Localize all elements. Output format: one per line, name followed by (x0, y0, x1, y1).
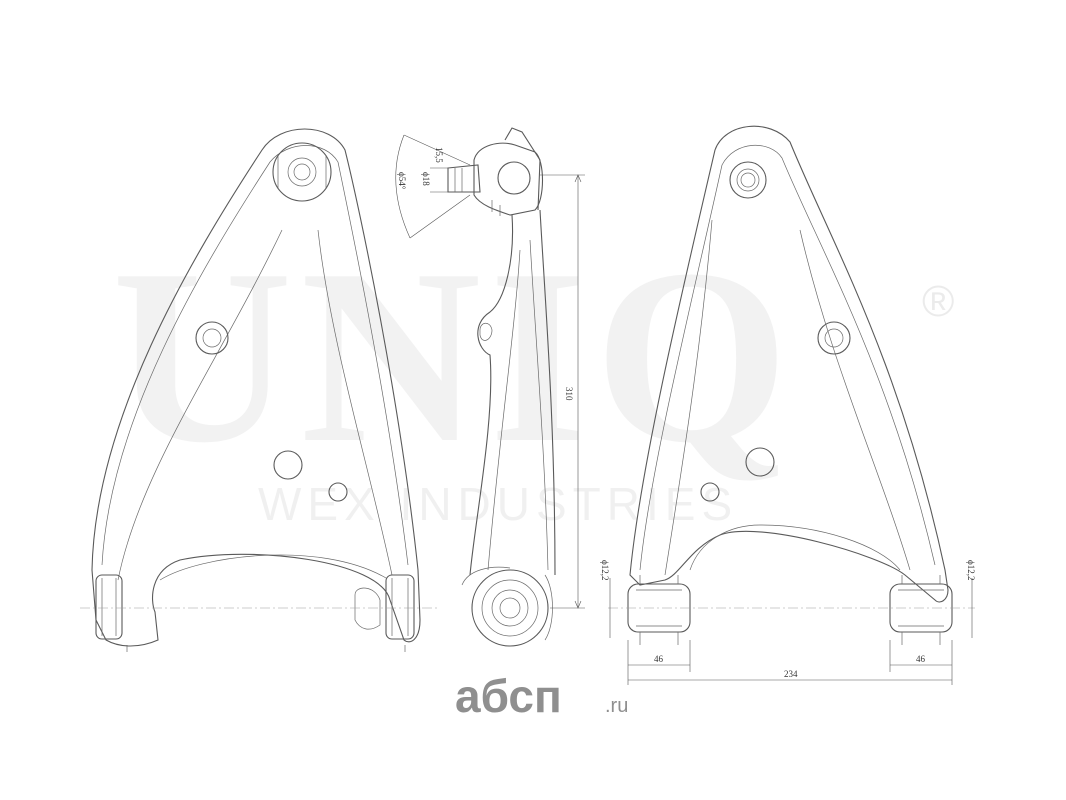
control-arm-rear-view: ϕ12,2 ϕ12,2 46 46 234 (600, 125, 976, 685)
dim-ball-diameter: ϕ18 (421, 172, 431, 186)
control-arm-front-view (80, 128, 440, 652)
site-logo-domain: .ru (605, 695, 628, 717)
watermark-brand: UNIQ (112, 218, 797, 495)
dim-ball-outer: ϕ54° (397, 172, 407, 190)
dim-bore-left: ϕ12,2 (600, 560, 610, 581)
dim-height: 310 (564, 387, 574, 401)
watermark-subtitle: WEX INDUSTRIES (258, 478, 738, 530)
control-arm-side-view: 15,5 ϕ18 ϕ54° 310 (395, 127, 585, 647)
dim-bushing-right: 46 (916, 654, 926, 664)
dim-width: 234 (784, 669, 798, 679)
dim-bore-right: ϕ12,2 (966, 560, 976, 581)
dim-bushing-left: 46 (654, 654, 664, 664)
site-logo: абсп .ru (455, 670, 628, 722)
watermark-registered-mark: ® (922, 277, 954, 326)
site-logo-name: абсп (455, 670, 562, 722)
dim-ball-offset: 15,5 (434, 147, 444, 163)
brand-watermark: UNIQ ® WEX INDUSTRIES (112, 218, 954, 530)
